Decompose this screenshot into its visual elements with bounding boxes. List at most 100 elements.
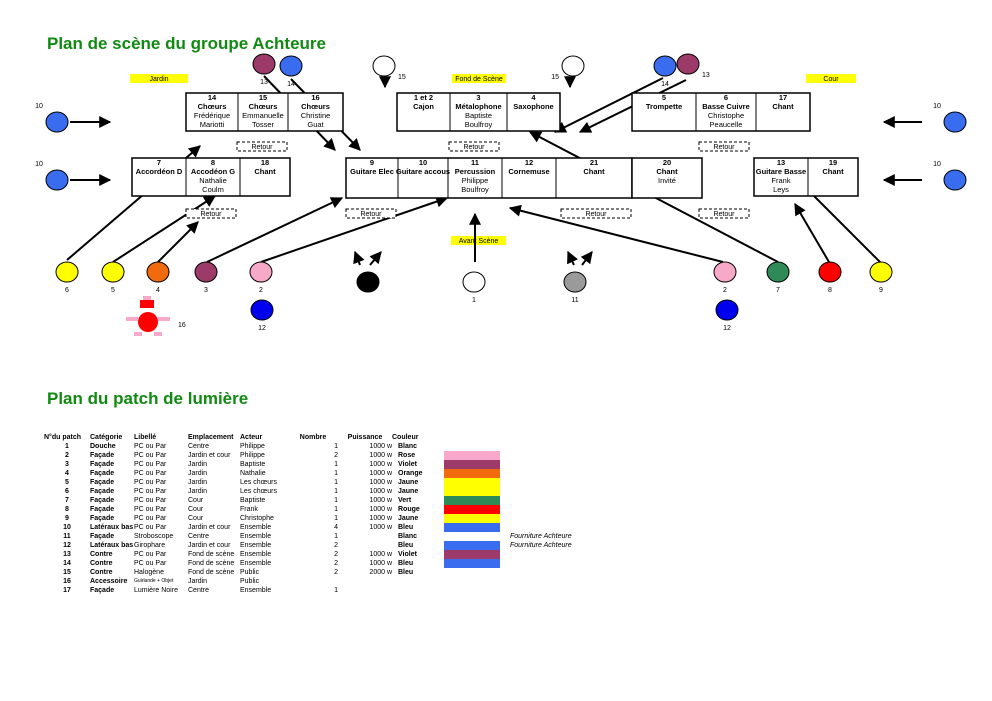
light-8: 8 <box>818 261 842 294</box>
patch-power: 1000 w <box>369 560 392 567</box>
patch-category: Façade <box>90 488 115 495</box>
musician-number: 5 <box>662 93 666 102</box>
light-number-label: 15 <box>551 74 559 81</box>
patch-count: 1 <box>334 533 338 540</box>
color-swatch <box>444 532 506 541</box>
light-15: 15 <box>372 55 406 81</box>
patch-category: Accessoire <box>90 578 128 585</box>
retour-monitor-7 <box>698 208 750 219</box>
patch-power: 1000 w <box>369 488 392 495</box>
light-number-label: 15 <box>398 74 406 81</box>
patch-color: Violet <box>398 461 417 468</box>
musician-instrument: Métalophone <box>455 102 501 111</box>
light-10a: 10 <box>35 103 69 133</box>
patch-note <box>506 577 596 586</box>
musician-instrument: Guitare Elec <box>350 167 394 176</box>
patch-note <box>506 568 596 577</box>
header-color: Couleur <box>392 434 419 441</box>
retour-label: Retour <box>251 144 273 151</box>
light-bl <box>356 271 380 293</box>
patch-actor: Philippe <box>240 443 265 450</box>
patch-number: 1 <box>65 443 69 450</box>
patch-location: Fond de scène <box>188 569 235 576</box>
patch-label: PC ou Par <box>134 506 167 513</box>
light-number-label: 14 <box>661 81 669 88</box>
patch-category: Façade <box>90 452 115 459</box>
patch-header-row: N°du patch Catégorie Libellé Emplacement… <box>44 433 596 442</box>
stage-plan-title: Plan de scène du groupe Achteure <box>47 34 326 53</box>
patch-count: 1 <box>334 515 338 522</box>
patch-category: Façade <box>90 587 115 594</box>
retour-monitor-5 <box>345 208 397 219</box>
musician-number: 15 <box>259 93 267 102</box>
color-swatch <box>444 586 506 595</box>
patch-number: 8 <box>65 506 69 513</box>
patch-category: Douche <box>90 443 116 450</box>
patch-power <box>338 577 392 586</box>
patch-note <box>506 586 596 595</box>
light-12b: 12 <box>715 299 739 332</box>
light-number-label: 10 <box>35 161 43 168</box>
patch-number: 3 <box>65 461 69 468</box>
light-number-label: 9 <box>879 287 883 294</box>
patch-location: Centre <box>188 587 210 594</box>
patch-actor: Ensemble <box>240 542 272 549</box>
musician-name: Nathalie <box>199 176 227 185</box>
color-swatch <box>444 460 506 469</box>
musician-name: Invité <box>658 176 676 185</box>
patch-category: Façade <box>90 461 115 468</box>
header-patch-number: N°du patch <box>44 434 82 441</box>
patch-note: Fourniture Achteure <box>510 542 572 549</box>
patch-number: 11 <box>63 533 71 540</box>
patch-plan-title: Plan du patch de lumière <box>47 389 249 408</box>
patch-color: Orange <box>398 470 423 477</box>
patch-location: Jardin <box>188 488 208 495</box>
retour-label: Retour <box>585 211 607 218</box>
patch-count: 1 <box>334 479 338 486</box>
patch-label: Guirlande + Objet <box>134 578 174 584</box>
patch-power: 1000 w <box>369 452 392 459</box>
retour-label: Retour <box>463 144 485 151</box>
patch-color: Bleu <box>398 524 414 531</box>
patch-location: Fond de scène <box>188 560 235 567</box>
patch-label: PC ou Par <box>134 479 167 486</box>
color-swatch <box>444 487 506 496</box>
musician-instrument: Chœurs <box>301 102 330 111</box>
light-number-label: 12 <box>258 325 266 332</box>
light-number-label: 7 <box>776 287 780 294</box>
header-power: Puissance <box>347 434 383 441</box>
color-swatch <box>444 541 506 550</box>
patch-number: 12 <box>63 542 71 549</box>
light-13: 13 <box>252 53 276 86</box>
patch-number: 17 <box>63 587 71 594</box>
patch-power: 2000 w <box>369 569 392 576</box>
musician-instrument: Guitare accous <box>396 167 450 176</box>
retour-monitor-2 <box>448 141 500 152</box>
stage-zone-label-fond: Fond de Scène <box>455 76 503 83</box>
figure-head <box>140 300 154 308</box>
patch-note <box>506 496 596 505</box>
patch-number: 15 <box>63 569 71 576</box>
patch-location: Cour <box>188 515 204 522</box>
musician-name: Coulm <box>202 185 224 194</box>
patch-color: Jaune <box>398 488 419 495</box>
musician-name: Philippe <box>462 176 489 185</box>
musician-instrument: Chant <box>254 167 276 176</box>
color-swatch <box>444 559 506 568</box>
accessory-figure <box>126 296 170 336</box>
musician-name: Emmanuelle <box>242 111 284 120</box>
patch-category: Contre <box>90 560 113 567</box>
musician-number: 7 <box>157 158 161 167</box>
patch-color: Blanc <box>398 533 418 540</box>
patch-count: 2 <box>334 542 338 549</box>
patch-actor: Ensemble <box>240 560 272 567</box>
patch-category: Façade <box>90 470 115 477</box>
patch-number: 16 <box>63 578 71 585</box>
retour-label: Retour <box>200 211 222 218</box>
musician-instrument: Cajon <box>413 102 434 111</box>
patch-color <box>392 577 444 586</box>
